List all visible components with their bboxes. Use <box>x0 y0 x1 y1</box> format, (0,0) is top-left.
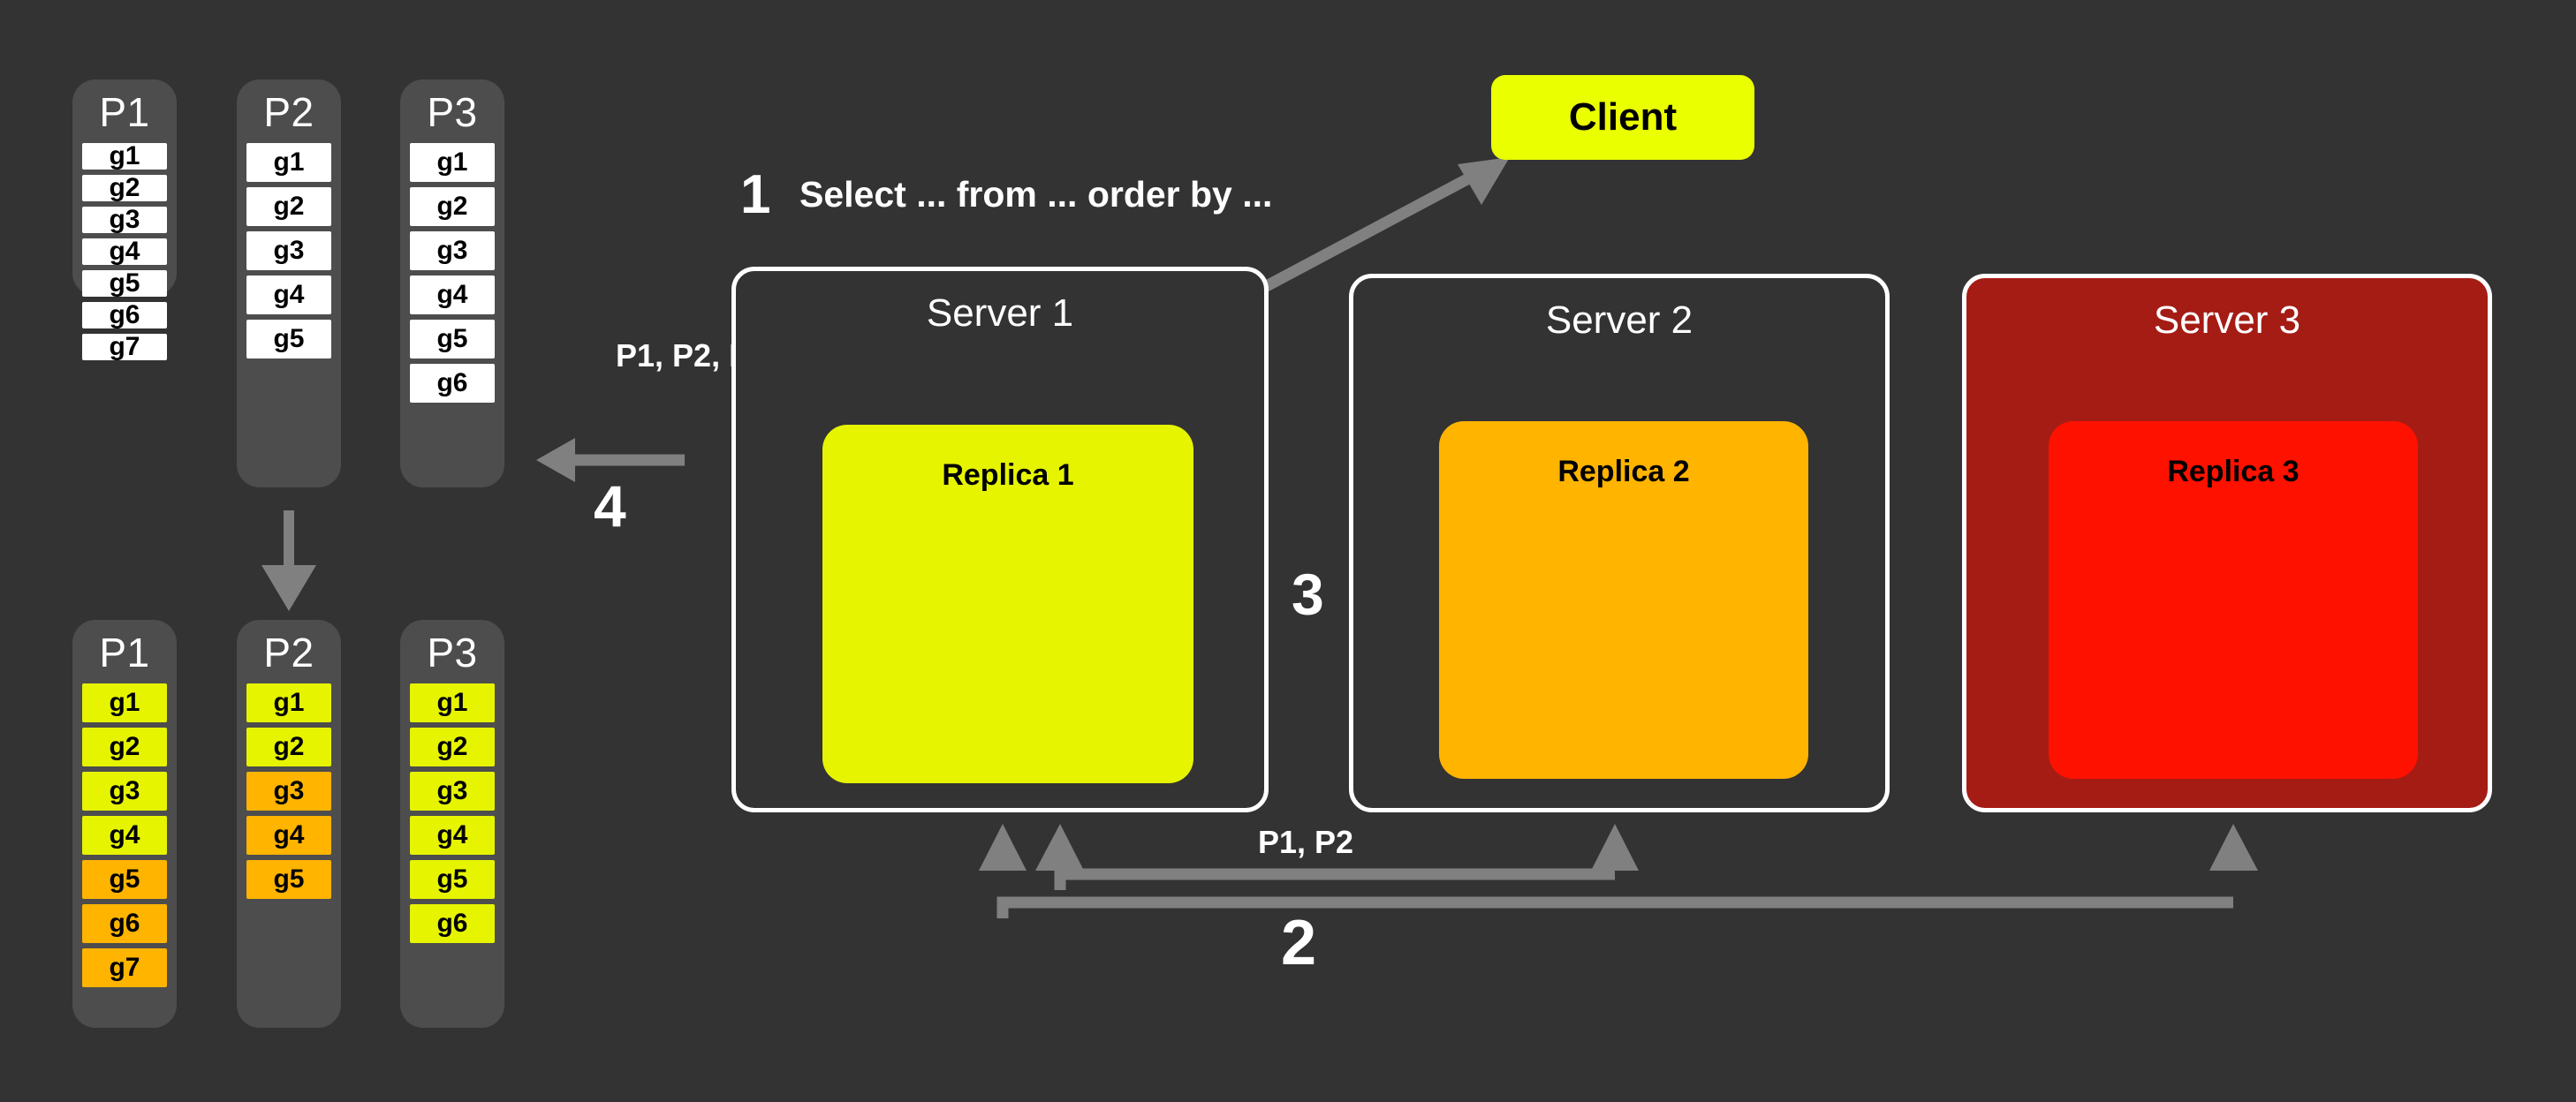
partition-cell: g3 <box>246 772 331 811</box>
partition-cell: g1 <box>246 143 331 182</box>
step-label-2: 2 <box>1281 908 1317 978</box>
partition-cell: g3 <box>410 772 495 811</box>
partition-cell: g1 <box>82 143 167 170</box>
partition-cell: g2 <box>246 728 331 766</box>
arrow-step4-results-left <box>536 438 685 482</box>
partition-cell: g1 <box>246 683 331 722</box>
partition-cell: g2 <box>82 728 167 766</box>
partition-cell: g3 <box>410 231 495 270</box>
step-label-4: 4 <box>594 473 626 539</box>
replica-node-1: Replica 1 <box>822 425 1193 783</box>
partition-cell: g3 <box>82 207 167 233</box>
partition-cell: g4 <box>82 238 167 265</box>
partition-cell: g7 <box>82 948 167 987</box>
partition-cell: g2 <box>410 728 495 766</box>
partition-cell: g3 <box>82 772 167 811</box>
partition-column-top-p1: P1 g1 g2 g3 g4 g5 g6 g7 <box>72 79 177 360</box>
partition-title: P2 <box>263 89 314 135</box>
edge-label-p1-p2: P1, P2 <box>1258 824 1354 860</box>
server-title: Server 2 <box>1545 298 1693 342</box>
partition-cell: g5 <box>410 860 495 899</box>
partition-cell: g5 <box>246 860 331 899</box>
replica-node-3: Replica 3 <box>2049 421 2418 779</box>
partition-title: P3 <box>427 630 478 676</box>
partition-cell: g6 <box>410 364 495 403</box>
partition-cell: g5 <box>82 860 167 899</box>
server-node-1: Server 1 Replica 1 <box>731 267 1269 812</box>
server-node-2: Server 2 Replica 2 <box>1349 274 1890 812</box>
replica-label: Replica 1 <box>942 458 1074 492</box>
partition-column-top-p2: P2 g1 g2 g3 g4 g5 <box>237 79 341 487</box>
partition-cell: g6 <box>82 302 167 328</box>
arrow-step2-server3-to-server1 <box>979 824 2258 918</box>
partition-cell: g4 <box>82 816 167 855</box>
partition-cell: g5 <box>410 320 495 359</box>
arrow-p2-top-to-bottom <box>261 510 316 611</box>
partition-title: P1 <box>99 89 150 135</box>
partition-cell: g2 <box>246 187 331 226</box>
replica-label: Replica 2 <box>1557 455 1690 488</box>
partition-cell: g5 <box>82 270 167 297</box>
replica-label: Replica 3 <box>2167 455 2299 488</box>
partition-cell: g6 <box>410 904 495 943</box>
partition-title: P2 <box>263 630 314 676</box>
partition-cell: g6 <box>82 904 167 943</box>
partition-cell: g2 <box>410 187 495 226</box>
partition-column-bottom-p3: P3 g1 g2 g3 g4 g5 g6 <box>400 620 504 1028</box>
partition-title: P1 <box>99 630 150 676</box>
query-text: Select ... from ... order by ... <box>799 174 1273 215</box>
step-label-3: 3 <box>1292 562 1324 627</box>
partition-cell: g3 <box>246 231 331 270</box>
arrow-step2-server2-to-server1 <box>1035 824 1639 890</box>
client-node[interactable]: Client <box>1491 75 1754 160</box>
partition-cell: g1 <box>82 683 167 722</box>
partition-cell: g4 <box>246 816 331 855</box>
partition-cell: g2 <box>82 175 167 201</box>
server-title: Server 1 <box>926 291 1074 335</box>
server-title: Server 3 <box>2153 298 2301 342</box>
partition-column-bottom-p2: P2 g1 g2 g3 g4 g5 <box>237 620 341 1028</box>
partition-cell: g5 <box>246 320 331 359</box>
step-label-1: 1 <box>740 164 771 225</box>
partition-cell: g4 <box>410 276 495 314</box>
partition-cell: g1 <box>410 143 495 182</box>
replica-node-2: Replica 2 <box>1439 421 1808 779</box>
partition-column-top-p3: P3 g1 g2 g3 g4 g5 g6 <box>400 79 504 487</box>
partition-column-bottom-p1: P1 g1 g2 g3 g4 g5 g6 g7 <box>72 620 177 1028</box>
server-node-3: Server 3 Replica 3 <box>1962 274 2492 812</box>
partition-title: P3 <box>427 89 478 135</box>
partition-cell: g1 <box>410 683 495 722</box>
partition-cell: g7 <box>82 334 167 360</box>
partition-cell: g4 <box>410 816 495 855</box>
partition-cell: g4 <box>246 276 331 314</box>
